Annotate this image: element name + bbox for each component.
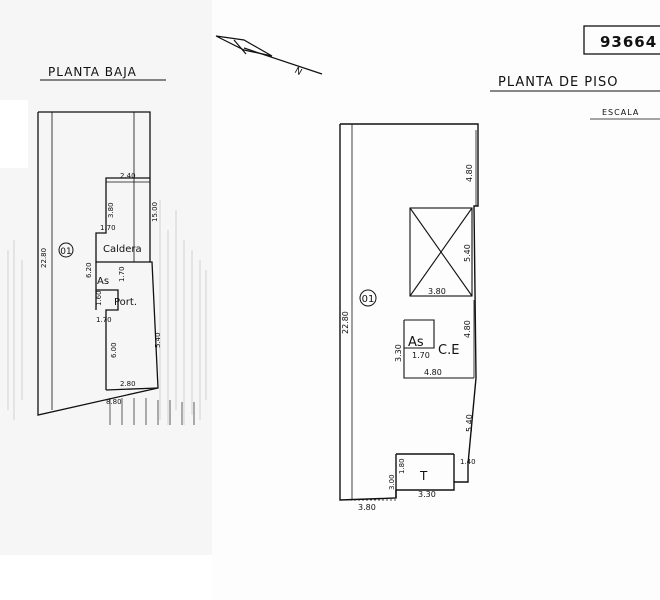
right-plan-outline — [339, 123, 479, 501]
left-dim-total-depth: 22.80 — [40, 248, 48, 268]
plan-number: 93664 — [600, 33, 657, 51]
left-dim-right-depth: 15.00 — [151, 202, 159, 222]
left-dim-inner-4: 1.70 — [118, 266, 126, 282]
right-dim-void-width: 3.80 — [428, 287, 446, 296]
right-plan-title: PLANTA DE PISO — [498, 75, 618, 90]
right-dim-top-right: 4.80 — [465, 164, 474, 182]
left-unit-label: 01 — [60, 247, 71, 257]
north-label: N — [293, 66, 304, 78]
right-dim-toilet-width: 1.70 — [412, 351, 430, 360]
scan-blank-band — [0, 555, 212, 600]
north-arrow-icon — [215, 35, 323, 75]
right-unit-label: 01 — [362, 294, 375, 305]
left-dim-inner-6: 1.70 — [96, 316, 112, 324]
left-dim-inner-3: 6.20 — [85, 262, 93, 278]
right-core — [403, 319, 474, 379]
left-plan-outline — [37, 111, 159, 416]
light-well-void — [409, 207, 473, 297]
scan-noise — [7, 200, 207, 425]
right-dim-terrace-width: 3.30 — [418, 490, 436, 499]
right-room-terrace: T — [419, 469, 428, 483]
right-dim-toilet-height: 3.30 — [394, 344, 403, 362]
left-sheet — [0, 0, 212, 600]
left-room-porter: Port. — [114, 297, 137, 308]
right-unit-circle — [359, 289, 377, 307]
scan-blank-patch — [0, 100, 28, 168]
left-plan-title: PLANTA BAJA — [48, 65, 137, 79]
left-dim-inner-2: 1.70 — [100, 224, 116, 232]
left-room-toilet: As — [97, 276, 109, 287]
right-dim-core-height: 4.80 — [463, 320, 472, 338]
right-dim-terrace-offset: 1.40 — [460, 458, 476, 466]
left-dim-bottom-width: 8.80 — [106, 398, 122, 406]
right-dim-core-width: 4.80 — [424, 368, 442, 377]
scan-noise-dark — [109, 398, 195, 425]
right-dim-terrace-height-a: 1.80 — [398, 458, 406, 474]
right-room-stair: C.E — [438, 343, 459, 358]
right-dim-terrace-height-b: 3.00 — [388, 474, 396, 490]
left-dim-right-lower: 5.40 — [154, 332, 162, 348]
right-dim-lower-right: 5.40 — [465, 414, 474, 432]
left-dim-inner-1: 3.80 — [107, 202, 115, 218]
left-dim-top-width: 2.40 — [120, 172, 136, 180]
left-dimension-lines — [51, 112, 150, 410]
right-room-toilet: As — [408, 335, 424, 350]
left-dim-inner-7: 6.00 — [110, 342, 118, 358]
left-unit-circle — [58, 242, 74, 258]
right-dim-bottom-width: 3.80 — [358, 503, 376, 512]
right-dim-total-depth: 22.80 — [341, 311, 350, 334]
left-dim-bottom-inner: 2.80 — [120, 380, 136, 388]
scale-label: ESCALA — [602, 108, 639, 117]
right-dimension-lines — [342, 124, 477, 501]
right-dim-void-height: 5.40 — [463, 244, 472, 262]
plan-number-box — [583, 25, 660, 55]
right-sheet — [212, 0, 660, 600]
left-room-boiler: Caldera — [103, 244, 142, 255]
left-dim-inner-5: 1.60 — [95, 290, 103, 306]
